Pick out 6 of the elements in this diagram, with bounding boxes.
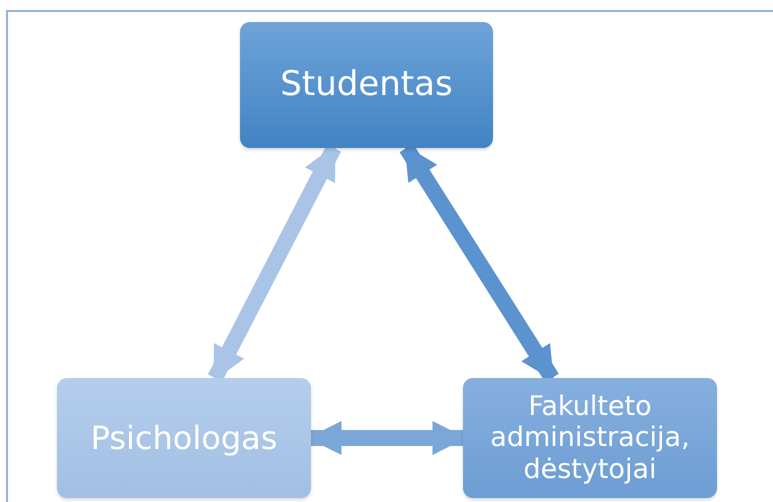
rounded-box xyxy=(57,378,311,498)
node-label: Psichologas xyxy=(90,420,278,456)
node-label: Studentas xyxy=(280,65,453,105)
rounded-box xyxy=(463,378,717,498)
rounded-box xyxy=(240,22,493,148)
node-label: Fakulteto administracija, dėstytojai xyxy=(489,391,691,485)
